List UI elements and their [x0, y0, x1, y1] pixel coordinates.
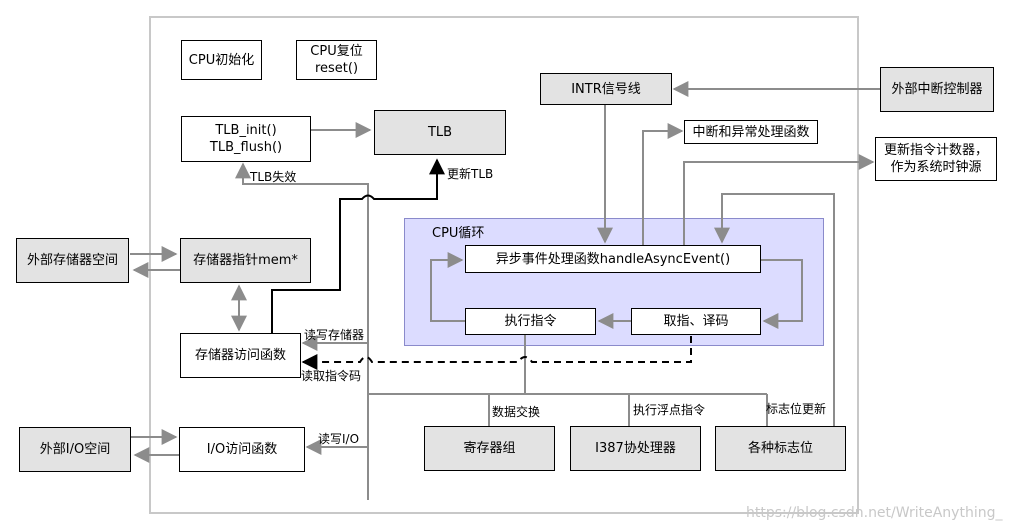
io-access-func-node: I/O访问函数 — [179, 427, 305, 472]
intr-line-node: INTR信号线 — [540, 73, 672, 105]
cpu-reset-node: CPU复位 reset() — [296, 40, 377, 80]
register-group-node: 寄存器组 — [424, 426, 555, 471]
memory-access-func-node: 存储器访问函数 — [180, 333, 301, 378]
tlb-init-flush-node: TLB_init() TLB_flush() — [181, 116, 311, 162]
update-tlb-label: 更新TLB — [447, 167, 494, 181]
data-exchange-label: 数据交换 — [492, 405, 541, 419]
read-write-io-label: 读写I/O — [318, 432, 360, 446]
execute-float-instruction-label: 执行浮点指令 — [633, 403, 706, 417]
fetch-decode-node: 取指、译码 — [631, 308, 761, 335]
flags-node: 各种标志位 — [715, 426, 846, 471]
interrupt-exception-handler-node: 中断和异常处理函数 — [684, 120, 818, 144]
tlb-miss-label: TLB失效 — [250, 170, 297, 184]
cpu-module-boundary — [149, 16, 859, 514]
edge-async-to-exception — [642, 123, 684, 245]
read-instruction-code-label: 读取指令码 — [301, 369, 362, 383]
tlb-node: TLB — [374, 110, 506, 155]
ext-io-space-node: 外部I/O空间 — [19, 427, 131, 472]
update-pc-counter-node: 更新指令计数器， 作为系统时钟源 — [875, 137, 997, 181]
edge-exec-to-async-loop — [430, 252, 465, 322]
ext-memory-space-node: 外部存储器空间 — [16, 238, 129, 283]
async-event-handler-node: 异步事件处理函数handleAsyncEvent() — [465, 245, 761, 273]
cpu-init-node: CPU初始化 — [181, 40, 262, 80]
edge-update-tlb — [271, 158, 445, 334]
ext-interrupt-controller-node: 外部中断控制器 — [880, 67, 994, 112]
execute-instruction-node: 执行指令 — [465, 308, 596, 335]
edge-flags-to-async — [714, 193, 835, 426]
read-write-memory-label: 读写存储器 — [304, 328, 365, 342]
edge-async-to-fetch-loop — [761, 259, 803, 329]
watermark-text: https://blog.csdn.net/WriteAnything_ — [746, 505, 1003, 521]
i387-coprocessor-node: I387协处理器 — [570, 426, 701, 471]
cpu-loop-label: CPU循环 — [432, 226, 485, 241]
flag-update-label: 标志位更新 — [766, 402, 827, 416]
edge-async-to-pccounter — [683, 154, 875, 245]
memory-pointer-node: 存储器指针mem* — [180, 238, 311, 283]
